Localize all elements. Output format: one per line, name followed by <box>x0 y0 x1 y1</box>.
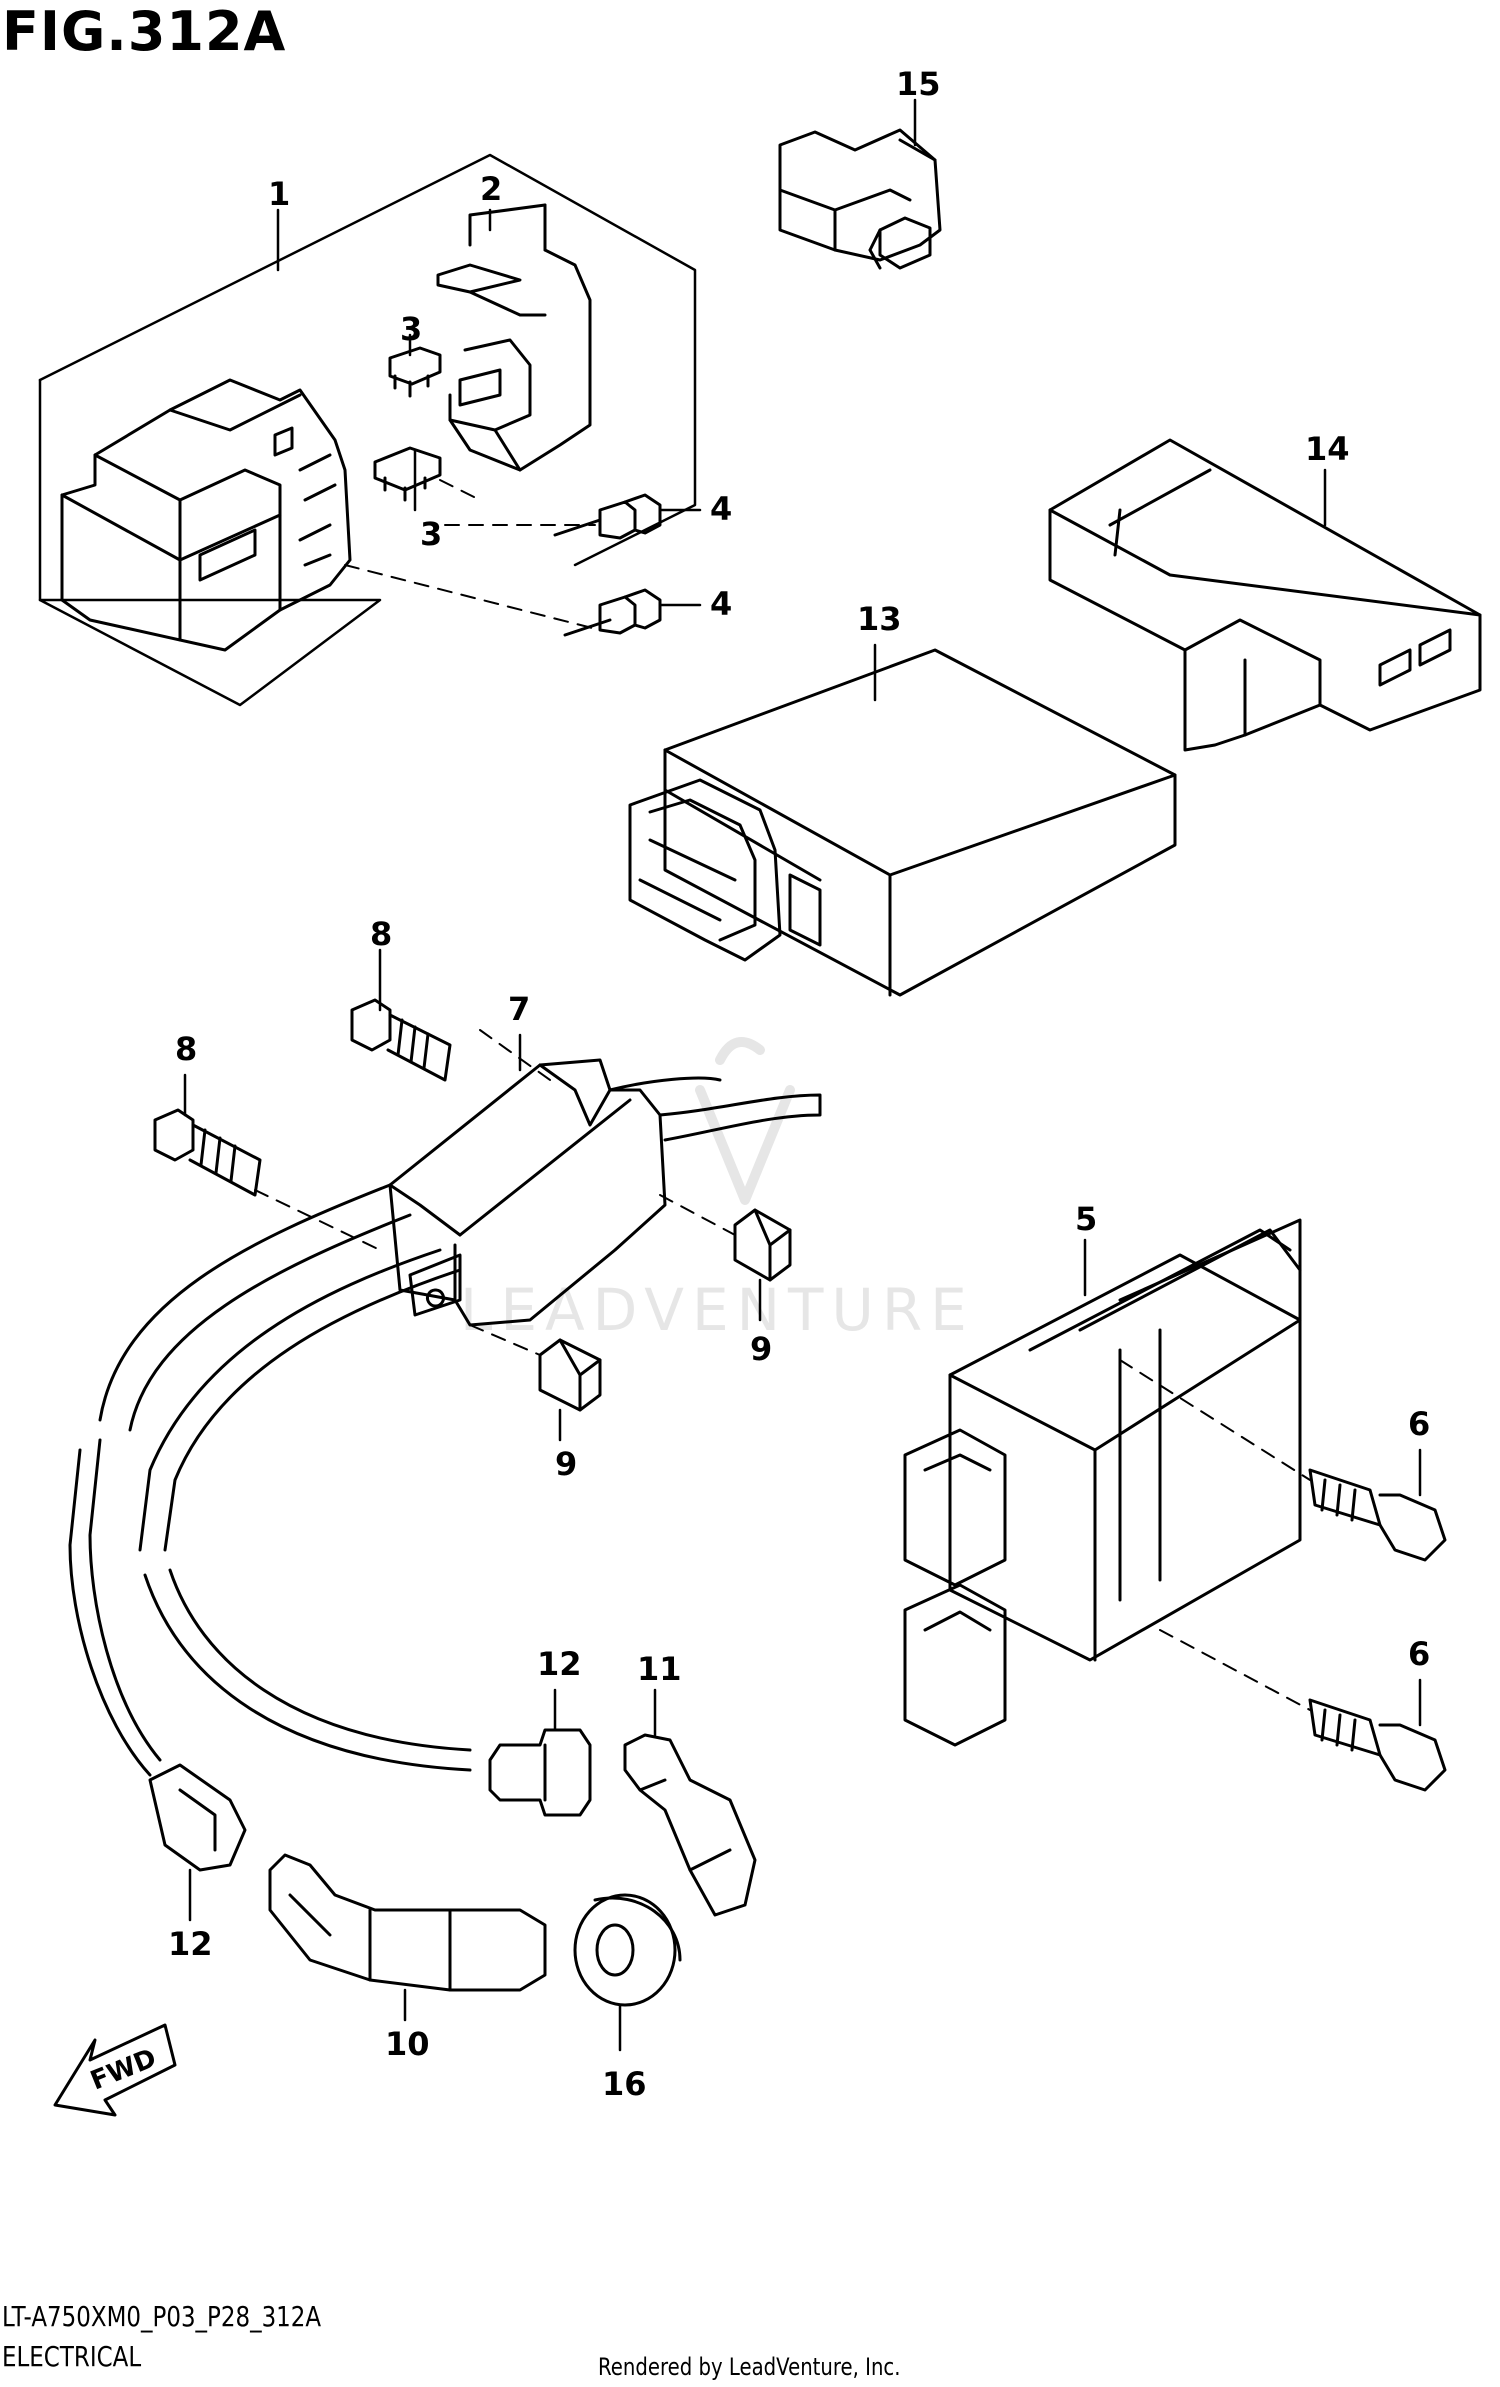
callout-9b: 9 <box>555 1445 577 1483</box>
fuse-lower <box>373 446 442 502</box>
relay-housing <box>60 378 352 652</box>
dowel-lower <box>538 1338 602 1412</box>
render-credit: Rendered by LeadVenture, Inc. <box>598 2353 901 2381</box>
callout-11: 11 <box>637 1650 682 1688</box>
high-tension-leads <box>68 1183 472 1777</box>
cover-part-14 <box>1048 438 1482 752</box>
diagram-name: ELECTRICAL <box>2 2340 142 2373</box>
forward-arrow-label: FWD <box>86 2043 160 2096</box>
bolt-lower <box>563 588 662 637</box>
callout-5: 5 <box>1075 1200 1097 1238</box>
plug-cap-left <box>148 1763 247 1872</box>
callout-1: 1 <box>268 175 290 213</box>
callout-7: 7 <box>508 990 530 1028</box>
callout-4b: 4 <box>710 585 732 623</box>
callout-16: 16 <box>602 2065 647 2103</box>
callout-4a: 4 <box>710 490 732 528</box>
forward-arrow: FWD <box>53 2023 177 2117</box>
callout-8a: 8 <box>370 915 392 953</box>
callout-2: 2 <box>480 170 502 208</box>
callout-6a: 6 <box>1408 1405 1430 1443</box>
relay-assembly-box <box>38 153 697 707</box>
callout-14: 14 <box>1305 430 1350 468</box>
fuse-cover <box>436 203 592 472</box>
figure-title: FIG.312A <box>2 0 287 63</box>
callout-6b: 6 <box>1408 1635 1430 1673</box>
callout-13: 13 <box>857 600 902 638</box>
bolt-upper <box>553 493 662 540</box>
callout-10: 10 <box>385 2025 430 2063</box>
watermark-logo <box>695 1037 795 1205</box>
bolt-regulator-lower <box>1308 1698 1447 1792</box>
leader-lines <box>183 98 1422 2052</box>
callout-3b: 3 <box>420 515 442 553</box>
callout-9a: 9 <box>750 1330 772 1368</box>
callout-3a: 3 <box>400 310 422 348</box>
callout-12a: 12 <box>537 1645 582 1683</box>
ignition-coil <box>388 1058 822 1327</box>
spark-plug-cap-left <box>268 1853 547 1992</box>
spark-plug-cap-right <box>623 1733 757 1917</box>
diagram-code: LT-A750XM0_P03_P28_312A <box>2 2300 322 2333</box>
regulator-rectifier <box>903 1218 1302 1747</box>
callout-8b: 8 <box>175 1030 197 1068</box>
ecm-unit <box>628 648 1177 997</box>
fuse-upper <box>388 346 442 398</box>
bolt-regulator-upper <box>1308 1468 1447 1562</box>
dowel-right <box>733 1208 792 1282</box>
watermark-text: LEADVENTURE <box>460 1276 975 1344</box>
bolt-coil-lower <box>153 1108 262 1197</box>
callout-labels: 1 2 3 3 4 4 5 6 6 7 8 8 9 9 10 11 12 12 … <box>168 65 1430 2103</box>
connector-part-15 <box>778 128 942 270</box>
washer-part-16 <box>573 1893 682 2007</box>
callout-15: 15 <box>896 65 941 103</box>
bolt-coil-upper <box>350 998 452 1082</box>
alignment-lines <box>254 479 1311 1711</box>
callout-12b: 12 <box>168 1925 213 1963</box>
plug-cap-right <box>488 1728 592 1817</box>
